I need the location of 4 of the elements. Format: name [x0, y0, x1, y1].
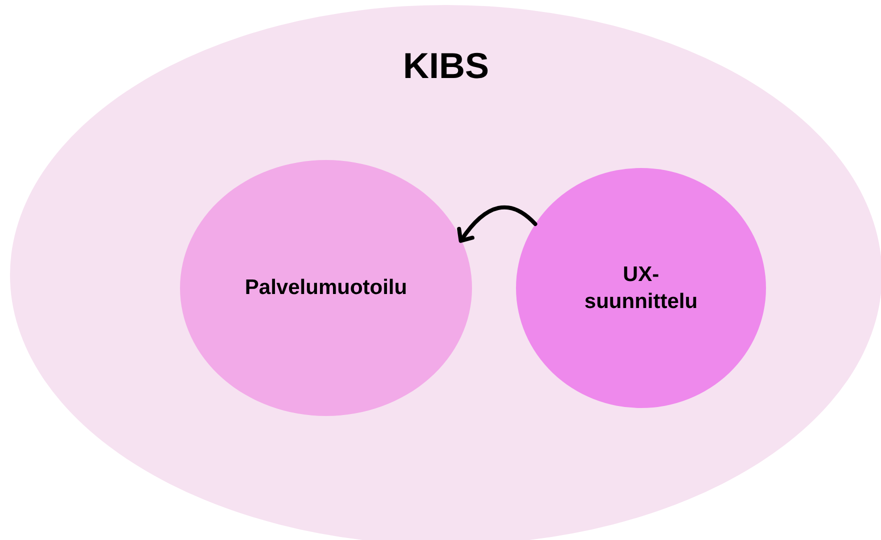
curved-arrow — [457, 205, 538, 243]
topic-label: Palvelumuotoilu — [244, 275, 408, 302]
topic-label: UX- suunnittelu — [583, 262, 699, 315]
group-title: KIBS — [402, 45, 490, 87]
